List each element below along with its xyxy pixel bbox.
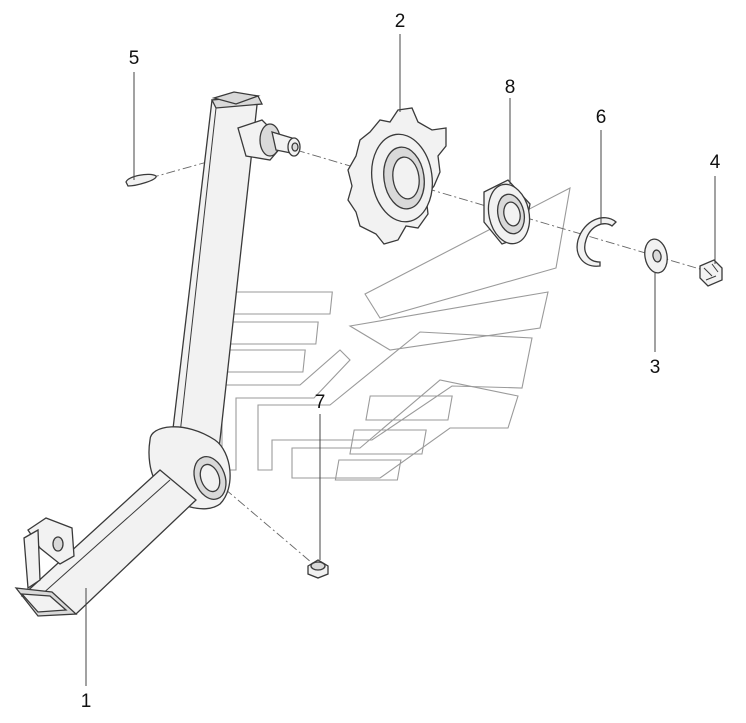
bearing-part-8 — [483, 179, 531, 245]
callout-5: 5 — [128, 48, 140, 69]
callout-4: 4 — [709, 152, 721, 173]
callout-1: 1 — [80, 691, 92, 712]
callout-3: 3 — [649, 357, 661, 378]
callout-8: 8 — [504, 77, 516, 98]
stub-axle — [237, 119, 301, 161]
callout-6: 6 — [595, 107, 607, 128]
grease-fitting-part-7 — [307, 559, 329, 579]
callout-7: 7 — [314, 392, 326, 413]
arm-frame-part-1 — [14, 91, 264, 617]
retaining-ring-part-6 — [576, 217, 617, 267]
washer-part-3 — [644, 238, 668, 274]
sprocket-part-2 — [347, 107, 447, 245]
castle-nut-part-4 — [699, 259, 723, 287]
cotter-pin-part-5 — [125, 173, 157, 187]
leader-lines — [85, 34, 716, 686]
callout-2: 2 — [394, 11, 406, 32]
